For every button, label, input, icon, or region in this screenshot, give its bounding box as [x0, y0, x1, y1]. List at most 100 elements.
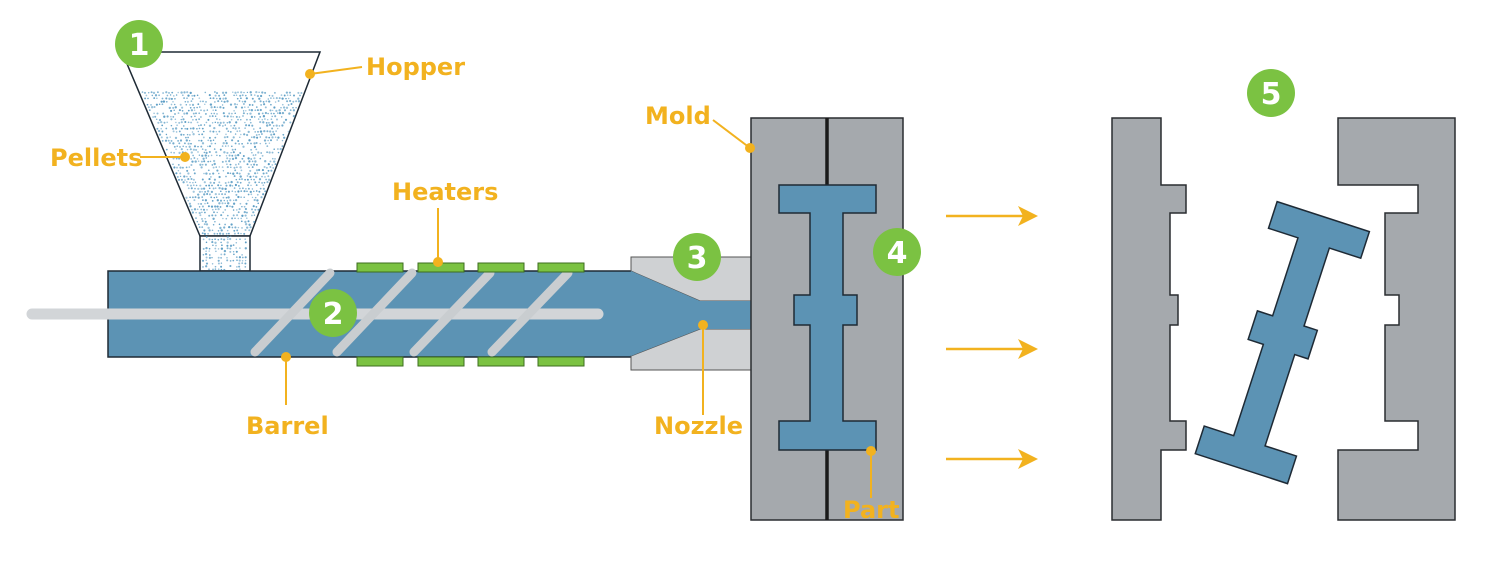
pellet-dot [195, 112, 197, 115]
pellet-dot [180, 118, 183, 121]
pellet-dot [219, 190, 222, 193]
pellet-dot [212, 187, 215, 190]
pellet-dot [212, 130, 215, 133]
pellet-dot [234, 148, 237, 151]
pellet-dot [233, 166, 236, 169]
pellet-dot [243, 232, 246, 235]
pellet-dot [249, 226, 252, 229]
pellet-dot [206, 209, 208, 211]
pellet-dot [234, 156, 238, 160]
pellet-dot [243, 210, 246, 214]
pellet-dot [218, 124, 221, 127]
pellet-dot [246, 178, 249, 181]
pellet-dot [196, 158, 199, 160]
pellet-dot [214, 136, 217, 139]
pellet-dot [180, 91, 183, 94]
pellet-dot [263, 103, 266, 106]
pellet-dot [212, 109, 214, 111]
pellet-dot [186, 127, 189, 130]
pellet-dot [276, 127, 279, 130]
pellet-dot [236, 229, 239, 232]
pellet-dot [241, 100, 244, 103]
pellet-dot [265, 136, 268, 139]
pellet-dot [262, 193, 265, 196]
pellet-dot [201, 226, 204, 228]
pellet-dot [232, 91, 234, 93]
pellet-dot [266, 181, 269, 184]
pellet-dot [165, 133, 168, 136]
pellet-dot [165, 91, 168, 94]
pellet-dot [208, 193, 211, 196]
pellet-dot [254, 160, 257, 163]
pellet-dot [205, 235, 208, 238]
pellet-dot [236, 97, 239, 100]
pellet-dot [225, 204, 229, 208]
pellet-dot [235, 238, 238, 241]
pellet-dot [241, 227, 243, 229]
pellet-dot [270, 103, 272, 106]
pellet-dot [226, 166, 229, 169]
pellet-dot [213, 232, 216, 235]
pellet-dot [287, 130, 290, 133]
pellet-dot [208, 214, 211, 217]
pellet-dot [198, 226, 201, 228]
pellet-dot [251, 214, 253, 217]
pellet-dot [201, 220, 204, 223]
pellet-dot [203, 172, 205, 175]
pellet-dot [227, 190, 230, 193]
pellet-dot [268, 151, 271, 154]
pellet-dot [198, 211, 201, 215]
pellet-dot [215, 131, 218, 133]
pellet-dot [191, 98, 194, 100]
pellet-dot [212, 172, 215, 175]
pellet-dot [216, 106, 219, 108]
pellet-dot [190, 121, 193, 124]
pellet-dot [285, 91, 289, 94]
pellet-dot [192, 133, 195, 136]
pellet-dot [171, 91, 174, 94]
pellet-dot [216, 199, 219, 202]
pellet-dot [226, 214, 229, 217]
pellet-dot [221, 91, 225, 94]
pellet-dot [208, 250, 210, 252]
pellet-dot [271, 127, 274, 130]
pellet-dot [201, 191, 203, 193]
pellet-dot [255, 90, 258, 94]
pellet-dot [262, 121, 265, 124]
pellet-dot [240, 169, 243, 172]
label-hopper: Hopper [366, 53, 465, 81]
pellet-dot [222, 196, 225, 199]
pellet-dot [246, 190, 248, 193]
pellet-dot [224, 187, 227, 191]
pellet-dot [202, 265, 204, 268]
pellet-dot [215, 196, 218, 198]
pellet-dot [239, 130, 241, 132]
pellet-dot [252, 175, 255, 178]
arrow-right-icon [946, 339, 1038, 359]
pellet-dot [243, 160, 246, 163]
pellet-dot [231, 157, 235, 161]
pellet-dot [263, 165, 266, 169]
pellet-dot [259, 187, 262, 190]
pellet-dot [283, 109, 287, 112]
pellet-dot [146, 103, 149, 106]
pellet-dot [239, 202, 242, 205]
pellet-dot [212, 268, 214, 271]
arrow-right-icon [946, 449, 1038, 469]
pellet-dot [197, 187, 200, 190]
pellet-dot [210, 112, 213, 115]
pellet-dot [155, 103, 158, 106]
pellet-dot [268, 94, 271, 97]
pellet-dot [179, 166, 182, 169]
pellet-dot [187, 121, 190, 124]
pellet-dot [300, 91, 303, 95]
pellet-dot [257, 208, 260, 211]
pellet-dot [226, 229, 229, 232]
pellet-dot [226, 259, 229, 262]
pellet-dot [234, 217, 236, 220]
pellet-dot [190, 151, 193, 154]
pellet-dot [203, 211, 206, 214]
pellet-dot [189, 91, 192, 95]
pellet-dot [174, 118, 177, 120]
pellet-dot [205, 172, 208, 175]
